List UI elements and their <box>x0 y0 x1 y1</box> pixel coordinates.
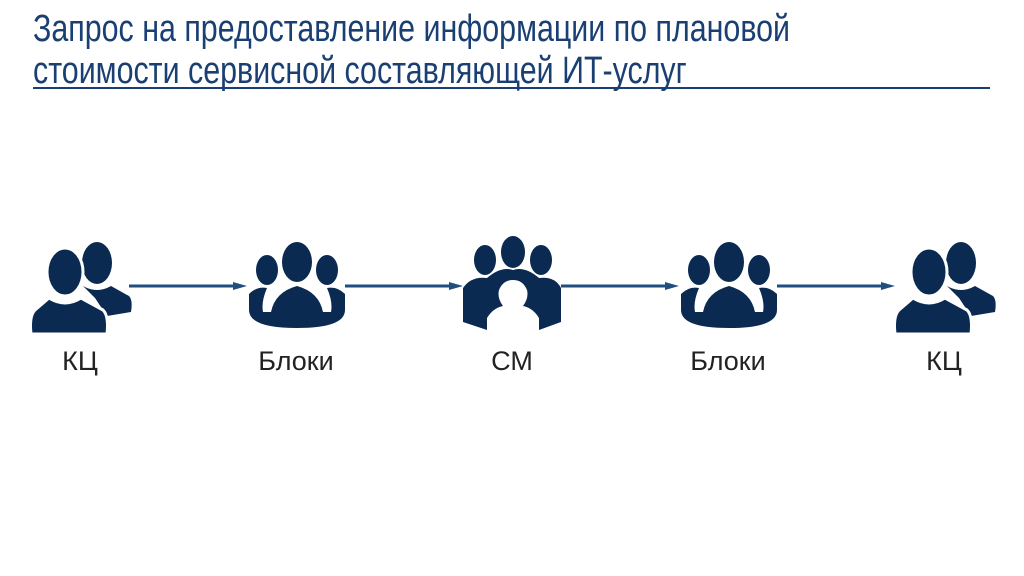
flow-arrow <box>129 282 247 290</box>
flow-arrow <box>561 282 679 290</box>
two-users-icon <box>893 242 996 336</box>
flow-arrow <box>345 282 463 290</box>
node-bloki-1 <box>241 236 351 336</box>
node-kc-end <box>889 236 999 336</box>
node-label: Блоки <box>258 346 334 376</box>
group-icon <box>681 242 777 328</box>
team-icon <box>463 236 561 330</box>
node-label: Блоки <box>690 346 766 376</box>
node-kc-start <box>25 236 135 336</box>
slide-title: Запрос на предоставление информации по п… <box>33 8 993 92</box>
two-users-icon <box>29 242 132 336</box>
group-icon <box>249 242 345 328</box>
node-label: КЦ <box>62 346 98 376</box>
title-line-1: Запрос на предоставление информации по п… <box>33 8 791 50</box>
node-sm <box>457 236 567 336</box>
node-bloki-2 <box>673 236 783 336</box>
title-underline <box>33 87 990 89</box>
node-label: СМ <box>491 346 533 376</box>
title-line-2: стоимости сервисной составляющей ИТ-услу… <box>33 50 687 92</box>
node-label: КЦ <box>926 346 962 376</box>
flow-arrow <box>777 282 895 290</box>
